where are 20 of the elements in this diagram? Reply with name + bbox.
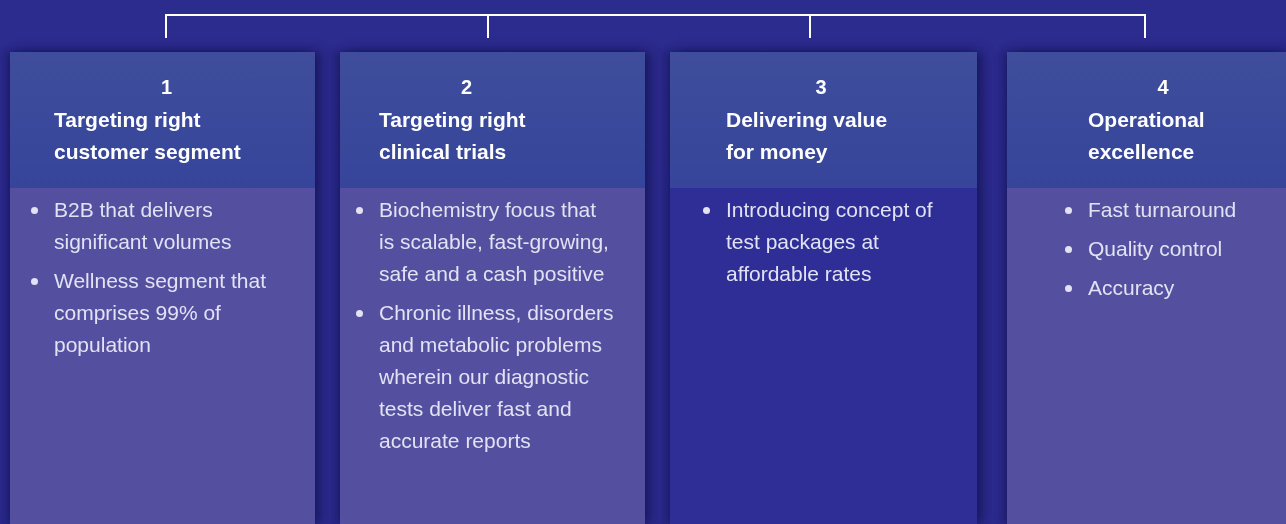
column-heading: Delivering value for money [726,107,889,165]
column-panel [1007,52,1286,524]
bullet-text: Introducing concept of test packages at affordable rates [726,197,934,287]
step-number: 1 [160,75,173,100]
bullet-text: Wellness segment that comprises 99% of population [54,268,268,358]
bullet-text: Accuracy [1088,275,1176,301]
column-heading: Operational excellence [1088,107,1206,165]
bullet-text: Fast turnaround [1088,197,1238,223]
step-number: 2 [460,75,473,100]
bullet-text: Chronic illness, disorders and metabolic problems wherein our diagnostic tests deliver fast and accurate reports [379,300,615,454]
column-heading: Targeting right clinical trials [379,107,527,165]
column-panel [340,52,645,524]
bullet-text: B2B that delivers significant volumes [54,197,233,255]
column-panel [670,52,977,524]
column-heading: Targeting right customer segment [54,107,242,165]
bullet-text: Quality control [1088,236,1224,262]
step-number: 4 [1157,75,1169,100]
bullet-text: Biochemistry focus that is scalable, fast-growing, safe and a cash positive [379,197,610,287]
step-number: 3 [815,75,827,100]
column-panel [10,52,315,524]
